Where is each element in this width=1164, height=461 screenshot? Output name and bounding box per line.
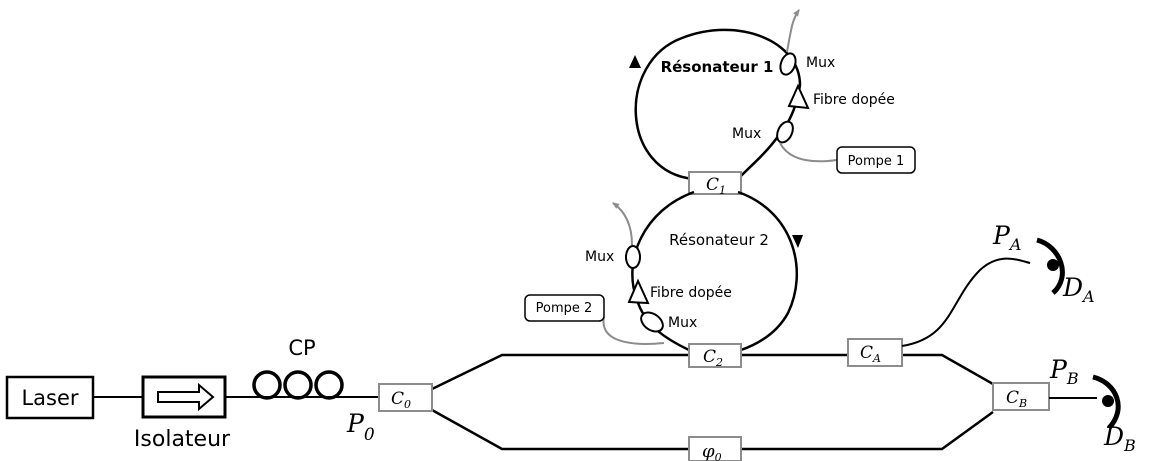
lower-arm-left (431, 408, 689, 451)
resonator-2-pump-line (602, 316, 665, 345)
resonator-1-label: Résonateur 1 (661, 58, 774, 76)
resonator-1-loop (634, 28, 802, 181)
lower-arm-right (741, 410, 994, 451)
laser-box: Laser (5, 375, 95, 420)
resonator-2-mux-top-label: Mux (585, 249, 614, 265)
cp-label: CP (288, 336, 315, 360)
coupler-c2: C2 (688, 343, 742, 369)
resonator-2-doped-fiber-label: Fibre dopée (650, 285, 732, 301)
isolator-arrow-icon (157, 382, 215, 412)
cp-loop-2-icon (283, 370, 313, 400)
phase-shifter: φ0 (688, 436, 742, 461)
pump-2-label: Pompe 2 (536, 301, 593, 316)
resonator-2-mux-top-icon (625, 245, 641, 269)
resonator-2-label: Résonateur 2 (669, 231, 769, 249)
resonator-1: Résonateur 1 Mux Fibre dopée Mux Pompe 1 (629, 9, 916, 181)
resonator-2-output-tap (612, 202, 633, 246)
upper-arm-left (431, 353, 689, 391)
resonator-1-mux-bottom-icon (776, 120, 794, 144)
resonator-2-mux-bottom-icon (640, 311, 664, 333)
laser-label: Laser (21, 386, 78, 410)
resonator-2-amplifier-icon (627, 278, 650, 305)
pump-1-box (836, 146, 916, 174)
isolator-box (141, 375, 227, 419)
isolator-label: Isolateur (134, 427, 231, 452)
resonator-1-direction-arrow-icon (629, 55, 641, 68)
cp-loop-1-icon (252, 370, 282, 400)
resonator-1-mux-top-label: Mux (806, 55, 835, 71)
pump-2-box (524, 294, 605, 322)
input-port-label: P0 (346, 409, 375, 445)
resonator-1-mux-top-icon (779, 52, 797, 76)
coupler-cb-label: CB (1006, 388, 1027, 410)
fiber-to-detector-a (901, 257, 1031, 347)
resonator-1-mux-bottom-label: Mux (732, 126, 761, 142)
detector-b-dot-icon (1102, 395, 1114, 407)
pump-1-label: Pompe 1 (848, 154, 905, 169)
coupler-c0-label: C0 (391, 389, 411, 411)
detector-a-icon (1036, 237, 1065, 295)
coupler-c1-label: C1 (706, 175, 726, 197)
coupler-c2-label: C2 (703, 347, 723, 369)
coupler-ca: CA (847, 338, 903, 367)
resonator-2-loop-right (737, 190, 799, 352)
resonator-2-mux-bottom-label: Mux (668, 315, 697, 331)
port-a-label: PA (992, 221, 1021, 254)
resonator-1-output-tap (786, 9, 800, 53)
upper-arm-right (902, 353, 994, 386)
detector-a (1036, 237, 1065, 295)
coupler-ca-label: CA (860, 343, 881, 365)
phase-shifter-label: φ0 (702, 441, 722, 461)
coupler-cb: CB (992, 382, 1050, 411)
detector-a-label: DA (1062, 273, 1095, 306)
detector-b-label: DB (1103, 422, 1136, 455)
resonator-1-doped-fiber-label: Fibre dopée (813, 92, 895, 108)
detector-a-dot-icon (1047, 259, 1059, 271)
polarization-controller (252, 370, 344, 400)
detector-b (1092, 374, 1121, 430)
detector-b-icon (1092, 374, 1121, 430)
coupler-c1: C1 (688, 171, 742, 197)
resonator-2-direction-arrow-icon (792, 235, 803, 248)
cp-loop-3-icon (314, 370, 344, 400)
resonator-1-amplifier-icon (787, 83, 810, 110)
resonator-1-pump-line (779, 142, 838, 163)
port-b-label: PB (1049, 355, 1079, 388)
coupler-c0: C0 (378, 383, 433, 412)
resonator-2: Résonateur 2 Mux Fibre dopée Mux Pompe 2 (524, 190, 803, 352)
